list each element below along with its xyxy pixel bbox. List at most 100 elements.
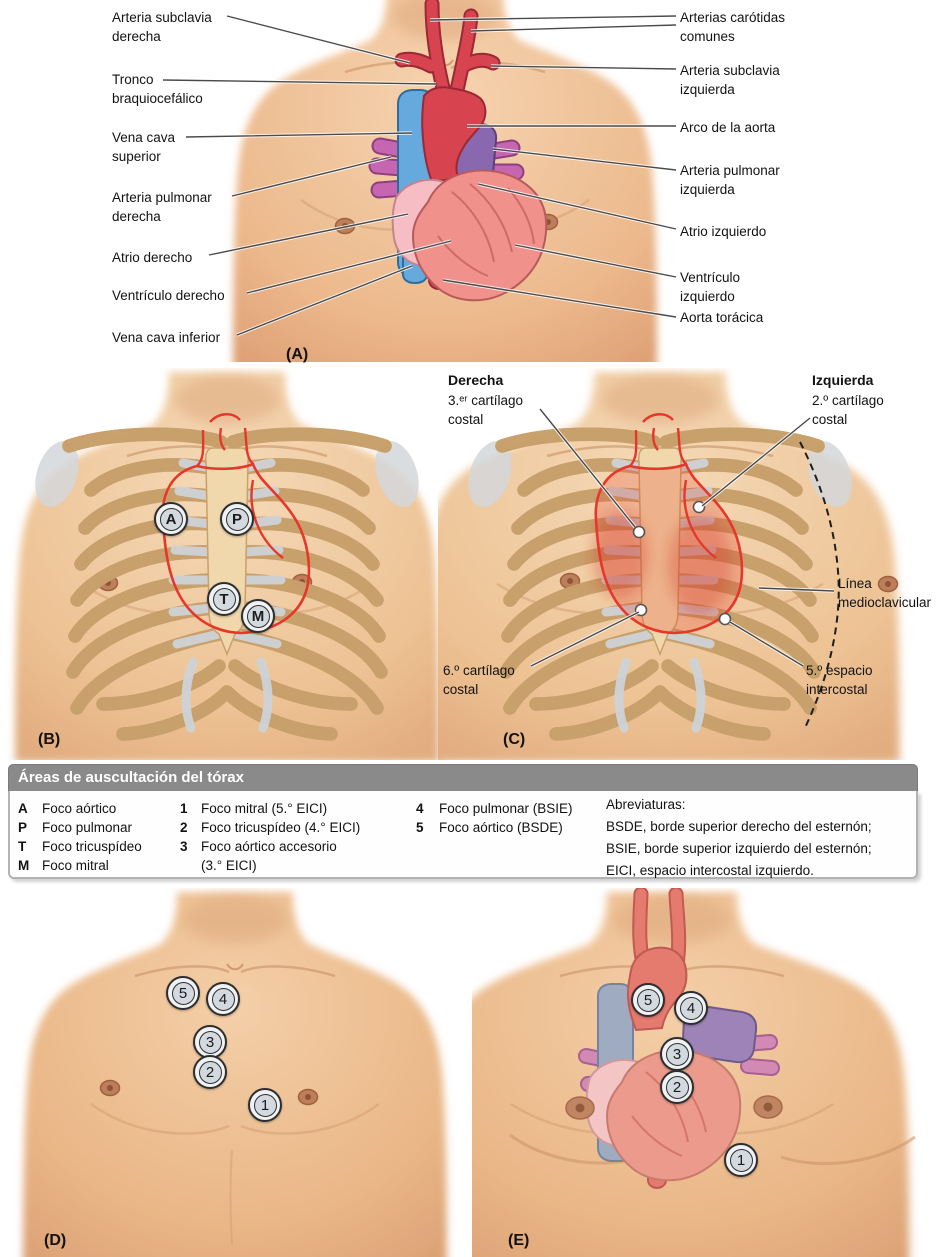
panel-c-tag: (C)	[503, 731, 526, 748]
auscultation-marker-aortic: A	[154, 502, 188, 536]
carotid-arteries	[396, 0, 499, 101]
auscultation-marker-2: 2	[660, 1070, 694, 1104]
leader-lines-a	[162, 14, 677, 337]
midclavicular-line	[799, 441, 840, 731]
marker-label: A	[159, 507, 183, 531]
label-tercer-cartilago-costal: 3.ᵉʳ cartílago costal	[448, 393, 524, 427]
legend-text: Foco aórtico accesorio (3.° EICI)	[201, 839, 337, 873]
legend-abbreviations-title: Abreviaturas:	[606, 797, 686, 812]
marker-label: 3	[665, 1042, 689, 1066]
label-quinto-espacio-intercostal: 5.º espacio intercostal	[806, 663, 873, 697]
legend-item: 3 Foco aórtico accesorio (3.° EICI)	[180, 837, 337, 875]
marker-label: 2	[665, 1075, 689, 1099]
auscultation-marker-pulmonary: P	[220, 502, 254, 536]
label-atrio-izquierdo: Atrio izquierdo	[680, 224, 767, 239]
label-arterias-carotidas-comunes: Arterias carótidas comunes	[680, 10, 786, 44]
auscultation-marker-1: 1	[248, 1088, 282, 1122]
landmark-dots	[632, 500, 732, 626]
heart-overlay	[578, 888, 780, 1190]
legend-text: Foco tricuspídeo (4.° EICI)	[201, 820, 361, 835]
legend-item: M Foco mitral	[18, 856, 109, 875]
coronary-vessels	[437, 183, 535, 277]
marker-label: 4	[211, 987, 235, 1011]
label-ventriculo-derecho: Ventrículo derecho	[112, 288, 225, 303]
legend-item: 2 Foco tricuspídeo (4.° EICI)	[180, 818, 360, 837]
legend-text: Foco aórtico (BSDE)	[439, 820, 563, 835]
legend-text: Foco pulmonar	[42, 820, 133, 835]
label-izquierda: Izquierda	[812, 372, 874, 388]
panel-e-tag: (E)	[508, 1232, 530, 1249]
auscultation-marker-tricuspid: T	[207, 582, 241, 616]
auscultation-marker-4: 4	[206, 982, 240, 1016]
label-arteria-subclavia-izquierda: Arteria subclavia izquierda	[680, 63, 780, 97]
legend-text: Foco mitral (5.° EICI)	[201, 801, 328, 816]
heart-illustration	[368, 0, 548, 302]
marker-label: T	[212, 587, 236, 611]
nipple	[565, 1096, 595, 1120]
label-arco-de-la-aorta: Arco de la aorta	[680, 120, 776, 135]
label-linea-medioclavicular: Línea medioclavicular	[838, 576, 932, 610]
legend-text: Foco aórtico	[42, 801, 117, 816]
label-arteria-pulmonar-izquierda: Arteria pulmonar izquierda	[680, 163, 780, 197]
panel-c-illustration	[438, 372, 900, 760]
legend-key: 2	[180, 820, 188, 835]
marker-label: M	[246, 604, 270, 628]
legend-key: 3	[180, 839, 188, 854]
marker-label: P	[225, 507, 249, 531]
legend-item: P Foco pulmonar	[18, 818, 132, 837]
label-tronco-braquiocefalico: Tronco braquiocefálico	[112, 72, 203, 106]
legend-item: 5 Foco aórtico (BSDE)	[416, 818, 563, 837]
marker-label: 5	[171, 981, 195, 1005]
legend-abbreviations: BSDE, borde superior derecho del esternó…	[606, 819, 872, 878]
ventricles	[411, 169, 548, 302]
legend-text: Foco tricuspídeo	[42, 839, 142, 854]
auscultation-marker-5: 5	[631, 983, 665, 1017]
label-ventriculo-izquierdo: Ventrículo izquierdo	[680, 270, 741, 304]
label-vena-cava-superior: Vena cava superior	[112, 130, 176, 164]
panel-b-illustration	[15, 372, 439, 760]
nipple	[99, 1079, 121, 1097]
marker-label: 1	[253, 1093, 277, 1117]
legend-item: 4 Foco pulmonar (BSIE)	[416, 799, 573, 818]
panel-d-illustration	[23, 892, 447, 1257]
legend-key: 1	[180, 801, 188, 816]
panel-e-illustration	[472, 888, 916, 1257]
label-derecha: Derecha	[448, 372, 504, 388]
label-arteria-pulmonar-derecha: Arteria pulmonar derecha	[112, 190, 212, 224]
panel-d-tag: (D)	[44, 1232, 67, 1249]
legend-key: 5	[416, 820, 424, 835]
marker-label: 4	[679, 996, 703, 1020]
aortic-arch	[421, 86, 487, 184]
panel-a-tag: (A)	[286, 346, 309, 363]
legend-item: 1 Foco mitral (5.° EICI)	[180, 799, 327, 818]
nipple	[297, 1088, 319, 1106]
label-atrio-derecho: Atrio derecho	[112, 250, 193, 265]
auscultation-marker-3: 3	[193, 1025, 227, 1059]
legend-key: M	[18, 858, 30, 873]
legend-text: Foco mitral	[42, 858, 109, 873]
legend-text: Foco pulmonar (BSIE)	[439, 801, 573, 816]
label-aorta-toracica: Aorta torácica	[680, 310, 764, 325]
auscultation-marker-mitral: M	[241, 599, 275, 633]
label-arteria-subclavia-derecha: Arteria subclavia derecha	[112, 10, 212, 44]
legend-key: 4	[416, 801, 424, 816]
label-sexto-cartilago-costal: 6.º cartílago costal	[443, 663, 515, 697]
auscultation-marker-4: 4	[674, 991, 708, 1025]
marker-label: 3	[198, 1030, 222, 1054]
leader-lines-c	[530, 407, 835, 668]
auscultation-marker-1: 1	[724, 1143, 758, 1177]
label-vena-cava-inferior: Vena cava inferior	[112, 330, 221, 345]
panel-b-tag: (B)	[38, 731, 61, 748]
label-segundo-cartilago-costal: 2.º cartílago costal	[812, 393, 884, 427]
auscultation-marker-5: 5	[166, 976, 200, 1010]
legend-key: P	[18, 820, 28, 835]
marker-label: 1	[729, 1148, 753, 1172]
nipple	[753, 1095, 783, 1119]
marker-label: 5	[636, 988, 660, 1012]
